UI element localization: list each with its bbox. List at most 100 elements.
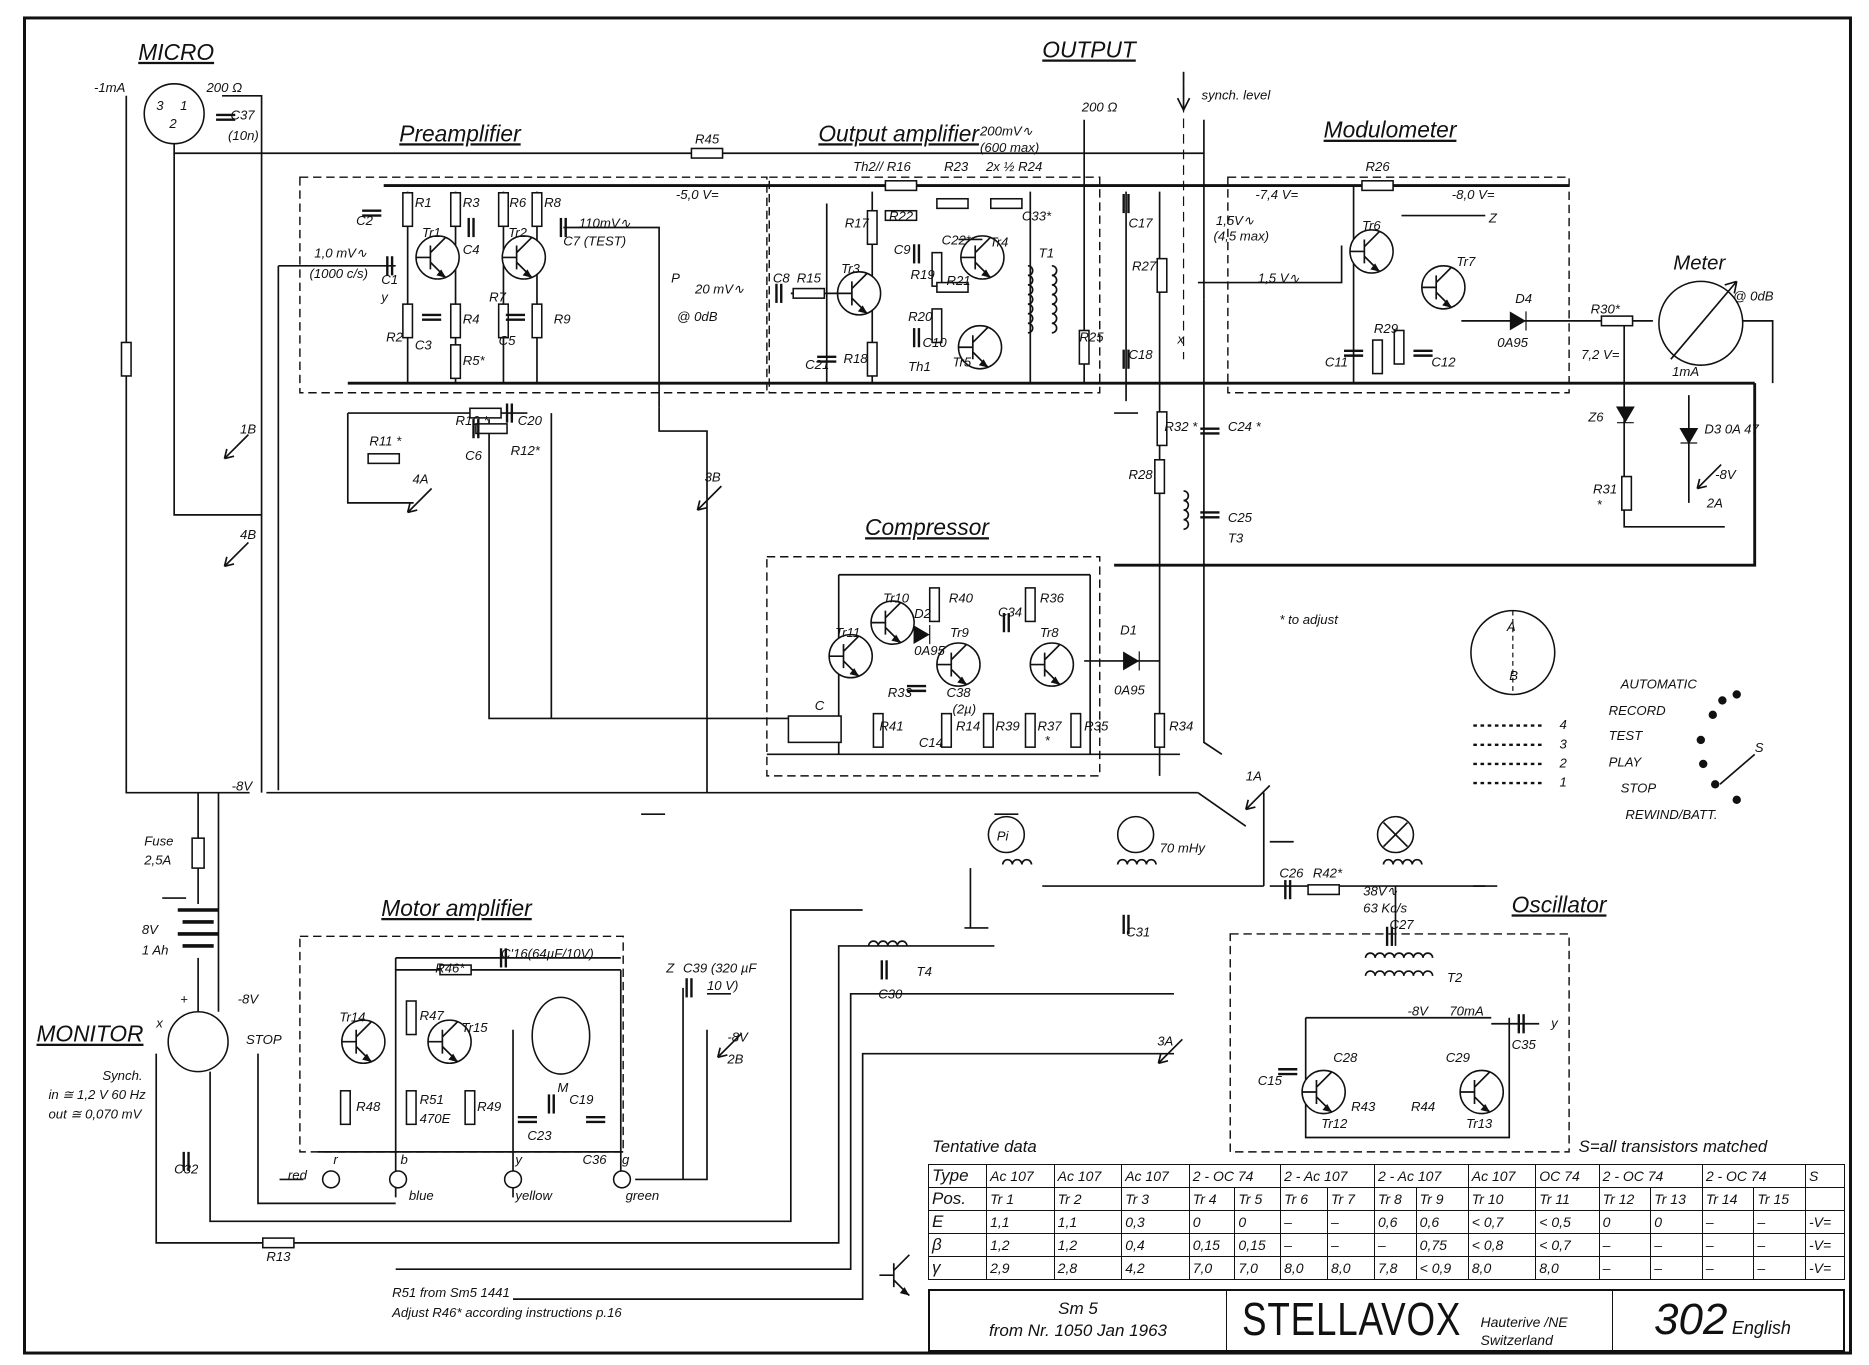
annotation-label: -8V	[1715, 467, 1737, 482]
diode-d3-icon	[1679, 428, 1699, 445]
transistor-arrow	[891, 634, 901, 643]
value-cell: < 0,9	[1415, 1256, 1469, 1280]
capacitor	[685, 978, 693, 998]
transistor-leads	[428, 1020, 459, 1063]
resistor	[469, 407, 502, 419]
annotation-label: -8V	[727, 1030, 749, 1045]
switch-2a-arm	[1696, 463, 1722, 490]
type-cell: Ac 107	[1121, 1164, 1190, 1188]
annotation-label: C27	[1389, 917, 1414, 932]
value-cell: < 0,7	[1467, 1210, 1537, 1234]
value-cell: 0,3	[1121, 1210, 1190, 1234]
annotation-label: Tr5	[952, 354, 971, 369]
resistor	[982, 712, 994, 748]
transistor-symbol	[1029, 642, 1075, 687]
annotation-label: 3	[1560, 736, 1568, 751]
annotation-label: C38	[946, 685, 971, 700]
type-cell: 2 - Ac 107	[1280, 1164, 1375, 1188]
annotation-label: R9	[554, 311, 572, 326]
resistor	[1600, 315, 1634, 327]
annotation-label: R23	[944, 159, 969, 174]
resistor	[1024, 712, 1036, 748]
annotation-label: *	[1597, 497, 1603, 512]
annotation-label: -7,4 V=	[1255, 187, 1298, 202]
note-transistors-matched: S=all transistors matched	[1579, 1137, 1768, 1156]
value-cell: 1,1	[1053, 1210, 1123, 1234]
zener-z6-icon	[1615, 406, 1635, 424]
sheet-language: English	[1731, 1318, 1791, 1339]
value-cell: –	[1701, 1256, 1755, 1280]
annotation-label: Tr8	[1040, 625, 1059, 640]
annotation-label: R20	[908, 309, 933, 324]
annotation-label: Tr9	[950, 625, 969, 640]
annotation-label: 1mA	[1672, 364, 1699, 379]
capacitor	[467, 217, 475, 238]
wire	[1304, 1017, 1511, 1139]
title-monitor: MONITOR	[36, 1021, 143, 1047]
capacitor	[517, 1115, 537, 1124]
annotation-label: D2	[914, 606, 932, 621]
annotation-label: C11	[1325, 354, 1348, 369]
switch-contact-dot	[1696, 735, 1706, 745]
annotation-label: S	[1755, 740, 1764, 755]
type-cell: Ac 107	[1467, 1164, 1537, 1188]
annotation-label: 8V	[142, 922, 159, 937]
value-cell: < 0,8	[1467, 1233, 1537, 1257]
resistor	[402, 191, 414, 228]
wire	[1623, 320, 1725, 528]
annotation-label: R28	[1128, 467, 1153, 482]
capacitor	[1284, 880, 1292, 900]
annotation-label: (1000 c/s)	[309, 266, 368, 281]
wire	[563, 226, 660, 408]
annotation-label: R39	[996, 718, 1021, 733]
resistor	[884, 180, 918, 192]
resistor	[1024, 587, 1036, 623]
annotation-label: Tr12	[1321, 1116, 1348, 1131]
transistor-leads	[871, 601, 902, 644]
annotation-label: -8V	[232, 778, 254, 793]
title-meter: Meter	[1673, 252, 1726, 274]
annotation-label: Tr6	[1362, 218, 1381, 233]
synch-level-arrow-icon	[1176, 71, 1191, 113]
switch-4b-arm	[223, 541, 250, 568]
compressor-c-block	[787, 715, 842, 744]
motor-icon	[531, 996, 591, 1075]
resistor	[402, 303, 414, 339]
annotation-label: 70 mHy	[1160, 841, 1207, 856]
annotation-label: C29	[1446, 1050, 1471, 1065]
annotation-label: C18	[1128, 347, 1153, 362]
note-tentative-data: Tentative data	[932, 1137, 1037, 1156]
row-label: γ	[927, 1256, 988, 1280]
capacitor	[1278, 1068, 1298, 1076]
annotation-label: y	[514, 1152, 523, 1167]
annotation-label: out ≅ 0,070 mV	[48, 1106, 142, 1121]
annotation-label: * to adjust	[1279, 612, 1339, 627]
annotation-label: 38V∿	[1363, 884, 1397, 899]
position-cell: Tr 4	[1188, 1187, 1236, 1211]
position-cell: Tr 7	[1327, 1187, 1375, 1211]
type-cell: 2 - OC 74	[1598, 1164, 1703, 1188]
row-label: E	[927, 1210, 988, 1234]
annotation-label: r	[333, 1152, 338, 1167]
annotation-label: T3	[1228, 530, 1244, 545]
annotation-label: Fuse	[144, 833, 173, 848]
annotation-label: R11 *	[369, 433, 402, 448]
annotation-label: 2B	[726, 1051, 743, 1066]
switch-1a-arm	[1245, 784, 1271, 811]
annotation-label: R15	[797, 271, 822, 286]
resistor	[531, 303, 543, 339]
annotation-label: 1A	[1246, 769, 1262, 784]
switch-3b-arm	[696, 485, 722, 511]
annotation-label: 110mV∿	[579, 216, 631, 231]
annotation-label: y	[1550, 1015, 1559, 1030]
annotation-label: x	[155, 1015, 163, 1030]
annotation-label: (10n)	[228, 128, 259, 143]
transistor-arrow	[978, 359, 989, 368]
resistor	[261, 1237, 295, 1249]
wire	[1197, 791, 1247, 827]
annotation-label: R32 *	[1164, 419, 1198, 434]
switch-2b-arm	[716, 1032, 743, 1059]
annotation-label: R35	[1084, 718, 1109, 733]
transformer-t1-secondary	[1051, 264, 1058, 334]
